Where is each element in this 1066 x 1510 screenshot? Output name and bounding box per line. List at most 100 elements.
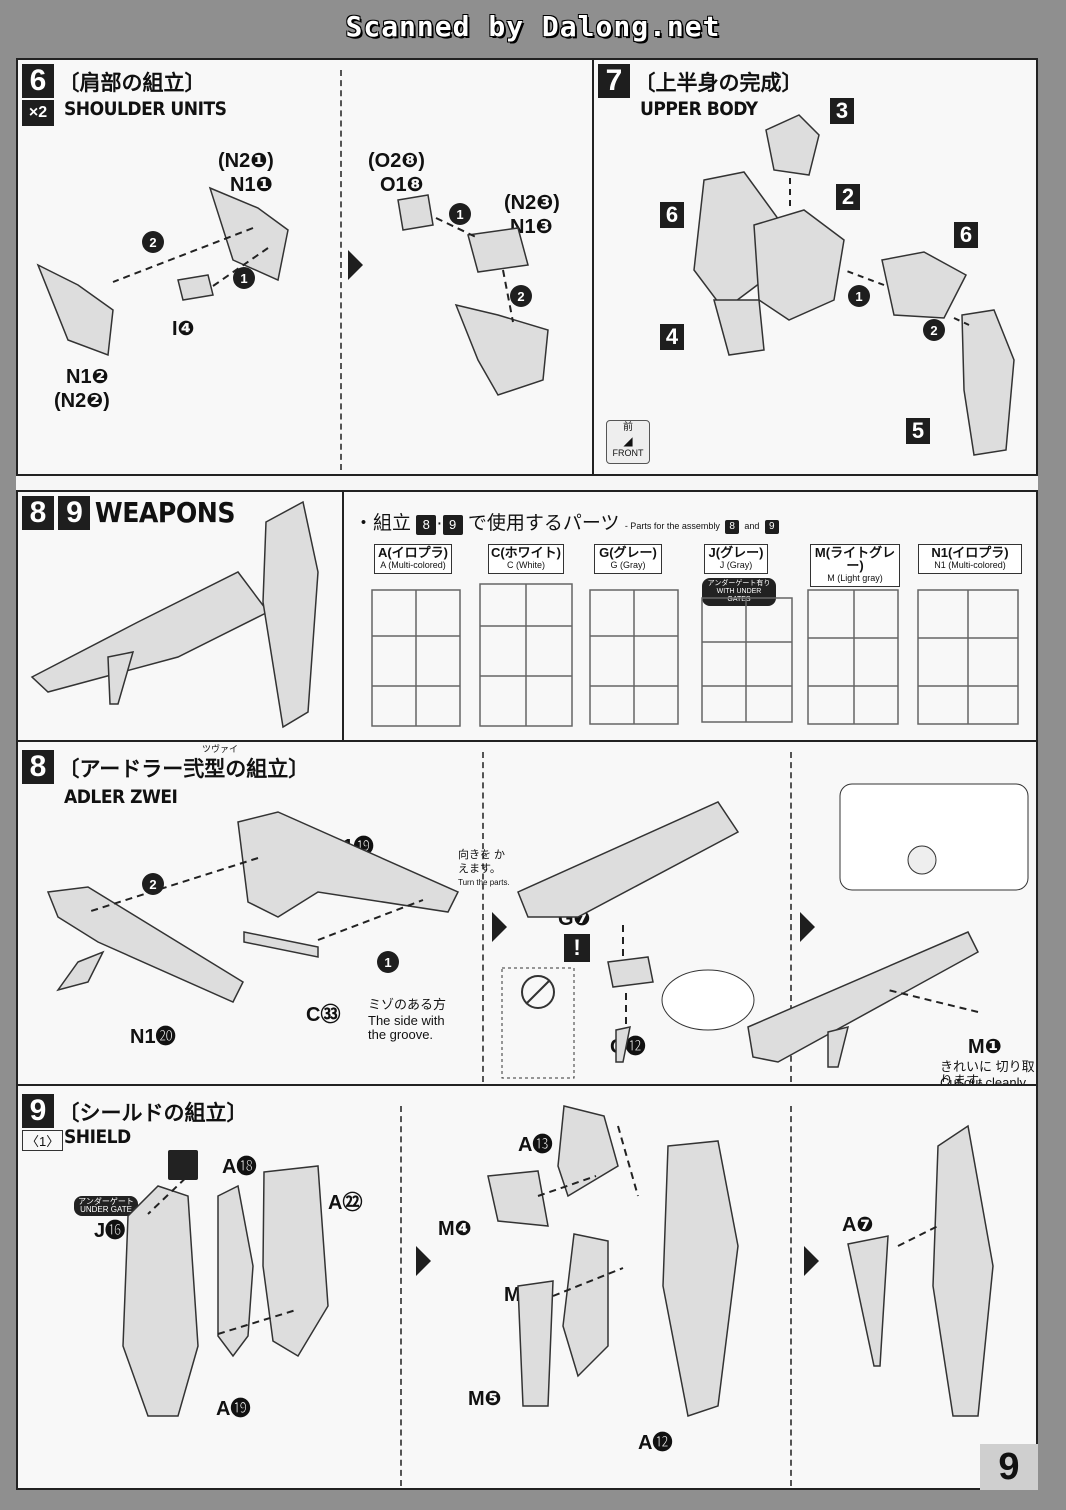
runner-n1-jp: N1(イロプラ)	[931, 545, 1009, 560]
upper-body-drawing: 12	[693, 114, 1015, 456]
weapons-number-8: 8	[22, 496, 54, 530]
runner-m-jp: M(ライトグレー)	[814, 545, 896, 573]
part-label: N1❷	[66, 366, 109, 388]
ref-8b: 8	[725, 520, 740, 534]
part-label: M❶	[968, 1036, 1002, 1058]
front-indicator: 前 ◢ FRONT	[606, 420, 650, 464]
step6-header: 6 〔肩部の組立〕	[22, 64, 205, 98]
turn-note-jp: 向きを かえます。	[458, 849, 506, 875]
weapons-title: WEAPONS	[94, 496, 236, 529]
runner-n1-en: N1 (Multi-colored)	[934, 560, 1006, 570]
step7-header: 7 〔上半身の完成〕	[598, 64, 802, 98]
front-jp: 前	[623, 422, 633, 433]
step8-title-en: ADLER ZWEI	[64, 786, 178, 808]
step9-title-jp: 〔シールドの組立〕	[58, 1102, 248, 1125]
step8-title-jp: 〔アードラー弐型の組立〕	[58, 758, 310, 781]
part-label: A⓬	[638, 1432, 673, 1454]
part-label: C㉝	[306, 1004, 341, 1026]
step6-divider	[340, 70, 342, 470]
weapons-number-9: 9	[58, 496, 91, 530]
runner-label-g: G(グレー)G (Gray)	[594, 544, 662, 574]
step9-title-en: SHIELD	[64, 1126, 131, 1148]
svg-text:2: 2	[149, 235, 156, 250]
parts-used-heading: ・組立 8·9 で使用するパーツ - Parts for the assembl…	[354, 508, 779, 535]
ref-9: 9	[442, 515, 463, 535]
step6-number: 6	[22, 64, 54, 98]
cut-note-jp: きれいに 切り取ります。	[940, 1059, 1035, 1086]
ref-9b: 9	[764, 520, 779, 534]
manual-page: 6 〔肩部の組立〕 ×2 SHOULDER UNITS (N2❶) N1❶ I❹…	[16, 58, 1038, 1490]
step7-title-jp: 〔上半身の完成〕	[634, 72, 803, 95]
step9-header: 9 〔シールドの組立〕	[22, 1094, 247, 1128]
front-en: FRONT	[612, 448, 644, 458]
runner-sprue-drawings	[371, 583, 1019, 727]
step6-title-jp: 〔肩部の組立〕	[58, 72, 206, 95]
weapons-header: 8 9 WEAPONS	[22, 496, 236, 530]
runner-g-jp: G(グレー)	[599, 545, 657, 560]
multiplier-badge: ×2	[22, 100, 54, 126]
part-label: A㉒	[328, 1192, 363, 1214]
parts-used-jp: ・組立	[354, 513, 412, 534]
callout-4: 4	[660, 324, 684, 350]
step9-divider-2	[790, 1106, 792, 1486]
step8-number: 8	[22, 750, 54, 784]
part-label: N1⓴	[130, 1026, 176, 1048]
part-label: A❼	[842, 1214, 874, 1236]
weapons-preview-drawing	[30, 500, 319, 729]
runner-label-c: C(ホワイト)C (White)	[488, 544, 564, 574]
step9-panel: 9 〔シールドの組立〕 〈1〉 SHIELD アンダーゲート UNDER GAT…	[16, 1084, 1038, 1490]
svg-text:2: 2	[930, 323, 937, 338]
callout-5: 5	[906, 418, 930, 444]
runner-label-j: J(グレー)J (Gray)	[704, 544, 768, 574]
step8-panel: 8 〔アードラー弐型の組立〕 ツヴァイ ADLER ZWEI N1⓳ C㉝ N1…	[16, 740, 1038, 1086]
part-label: A⓲	[222, 1156, 257, 1178]
part-label: A⓭	[518, 1134, 553, 1156]
ref-8: 8	[416, 515, 437, 535]
groove-note-en: The side with the groove.	[368, 1013, 445, 1042]
scanner-credit: Scanned by Dalong.net	[345, 10, 721, 43]
part-label: O1❽	[380, 174, 424, 196]
runner-label-m: M(ライトグレー)M (Light gray)	[810, 544, 900, 587]
shoulder-assembly-drawing: 2 1 1 2	[36, 186, 549, 396]
svg-text:2: 2	[517, 289, 524, 304]
step7-panel: 7 〔上半身の完成〕 UPPER BODY 3 2 6 6 4 5 前 ◢ FR…	[592, 58, 1038, 476]
part-label: A⓳	[216, 1398, 251, 1420]
runner-m-en: M (Light gray)	[827, 573, 883, 583]
step7-number: 7	[598, 64, 630, 98]
callout-2: 2	[836, 184, 860, 210]
caution-icon: !	[564, 934, 590, 962]
step8-divider-2	[790, 752, 792, 1082]
callout-6-left: 6	[660, 202, 684, 228]
step9-number: 9	[22, 1094, 54, 1128]
step6-title-en: SHOULDER UNITS	[64, 98, 227, 120]
part-label: (N2❸)	[504, 192, 560, 214]
front-arrow-icon: ◢	[623, 434, 633, 448]
part-label: (N2❶)	[218, 150, 274, 172]
part-label: (O2❽)	[368, 150, 425, 172]
runner-c-jp: C(ホワイト)	[490, 545, 562, 560]
runner-label-a: A(イロプラ)A (Multi-colored)	[374, 544, 452, 574]
part-label: N1❸	[510, 216, 553, 238]
runner-g-en: G (Gray)	[610, 560, 646, 570]
svg-text:1: 1	[240, 271, 247, 286]
page-number: 9	[980, 1444, 1038, 1490]
svg-text:1: 1	[384, 955, 391, 970]
turn-note-en: Turn the parts.	[458, 878, 510, 887]
weapons-divider	[342, 492, 344, 740]
callout-6-right: 6	[954, 222, 978, 248]
step9-divider-1	[400, 1106, 402, 1486]
runner-c-en: C (White)	[507, 560, 545, 570]
parts-used-en: - Parts for the assembly	[624, 521, 720, 531]
part-label: I❹	[172, 318, 195, 340]
svg-text:2: 2	[149, 877, 156, 892]
step9-sub: 〈1〉	[22, 1130, 64, 1151]
adler-zwei-drawing: 21	[46, 783, 1029, 1079]
runner-a-jp: A(イロプラ)	[377, 545, 449, 560]
groove-note-jp: ミゾのある方	[368, 997, 447, 1012]
svg-text:1: 1	[855, 289, 862, 304]
step6-panel: 6 〔肩部の組立〕 ×2 SHOULDER UNITS (N2❶) N1❶ I❹…	[16, 58, 594, 476]
runner-j-jp: J(グレー)	[708, 545, 764, 560]
svg-text:1: 1	[456, 207, 463, 222]
part-label: (N2❷)	[54, 390, 110, 412]
runner-j-en: J (Gray)	[719, 560, 753, 570]
